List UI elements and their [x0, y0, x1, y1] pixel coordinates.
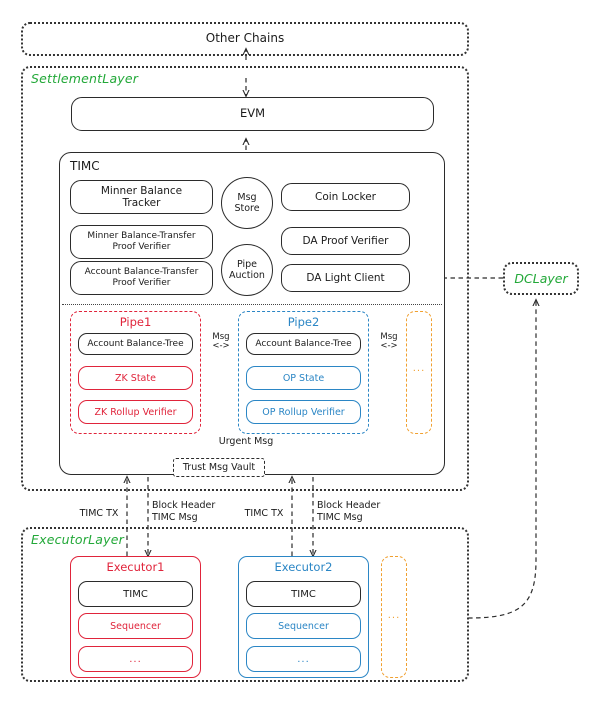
circle-line-1: Pipe — [236, 258, 258, 270]
timc-module-da-light-client: DA Light Client — [281, 264, 410, 292]
executor2-timc-tx-label: TIMC TX — [244, 508, 284, 519]
label-line-2: TIMC Msg — [152, 511, 198, 523]
edge-executorlayer-to-dclayer — [467, 300, 536, 619]
timc-module-account-balance-transfer-proof-verifier: Account Balance-Transfer Proof Verifier — [70, 261, 213, 295]
settlement-layer-box — [21, 66, 469, 491]
msg-label-arrow: <-> — [380, 340, 398, 351]
timc-module-minner-balance-tracker: Minner Balance Tracker — [70, 180, 213, 214]
executor1-block-header-label: Block Header TIMC Msg — [152, 500, 228, 523]
module-line-1: Minner Balance — [100, 184, 183, 197]
executor2-title: Executor2 — [274, 560, 333, 574]
executor-more-box — [381, 556, 407, 678]
timc-module-da-proof-verifier: DA Proof Verifier — [281, 227, 410, 255]
msg-label-text: Msg — [380, 332, 398, 342]
executor2-item-ellipsis: ... — [246, 646, 361, 672]
executor-layer-box — [21, 527, 469, 682]
pipe-more-ellipsis: ... — [412, 363, 426, 374]
pipe1-title: Pipe1 — [119, 315, 152, 329]
evm-box: EVM — [71, 97, 434, 131]
timc-title: TIMC — [70, 159, 100, 173]
urgent-msg-label: Urgent Msg — [218, 436, 274, 447]
pipe2-item-op-rollup-verifier: OP Rollup Verifier — [246, 400, 361, 424]
module-line-2: Proof Verifier — [112, 242, 171, 252]
circle-line-2: Store — [234, 203, 260, 214]
pipe2-item-account-balance-tree: Account Balance-Tree — [246, 333, 361, 355]
timc-inner-divider — [62, 304, 442, 305]
pipe1-item-zk-rollup-verifier: ZK Rollup Verifier — [78, 400, 193, 424]
executor-more-ellipsis: ... — [387, 610, 401, 621]
executor1-item-ellipsis: ... — [78, 646, 193, 672]
executor1-title: Executor1 — [106, 560, 165, 574]
msg-label-arrow: <-> — [212, 340, 230, 351]
executor-layer-label: ExecutorLayer — [31, 532, 124, 547]
executor1-item-sequencer: Sequencer — [78, 613, 193, 639]
timc-module-coin-locker: Coin Locker — [281, 183, 410, 211]
dc-layer-box: DCLayer — [503, 262, 579, 295]
executor1-timc-tx-label: TIMC TX — [79, 508, 119, 519]
trust-msg-vault-box: Trust Msg Vault — [173, 458, 265, 477]
pipe2-pipe3-msg-label: Msg <-> — [372, 333, 406, 351]
label-line-1: Block Header — [317, 500, 381, 511]
pipe1-pipe2-msg-label: Msg <-> — [204, 333, 238, 351]
timc-circle-msg-store: Msg Store — [221, 177, 273, 229]
other-chains-label: Other Chains — [205, 31, 285, 45]
timc-circle-pipe-auction: Pipe Auction — [221, 244, 273, 296]
executor1-item-timc: TIMC — [78, 581, 193, 607]
module-line-1: Minner Balance-Transfer — [87, 231, 196, 242]
pipe2-item-op-state: OP State — [246, 366, 361, 390]
executor2-block-header-label: Block Header TIMC Msg — [317, 500, 393, 523]
executor2-item-timc: TIMC — [246, 581, 361, 607]
circle-line-1: Msg — [237, 191, 257, 203]
pipe2-title: Pipe2 — [287, 315, 320, 329]
pipe1-item-zk-state: ZK State — [78, 366, 193, 390]
label-line-1: Block Header — [152, 500, 216, 511]
module-line-2: Tracker — [122, 197, 161, 209]
executor2-item-sequencer: Sequencer — [246, 613, 361, 639]
circle-line-2: Auction — [229, 270, 265, 281]
label-line-2: TIMC Msg — [317, 511, 363, 523]
pipe1-item-account-balance-tree: Account Balance-Tree — [78, 333, 193, 355]
pipe-more-box — [406, 311, 432, 434]
settlement-layer-label: SettlementLayer — [31, 71, 139, 86]
timc-module-minner-balance-transfer-proof-verifier: Minner Balance-Transfer Proof Verifier — [70, 225, 213, 259]
module-line-2: Proof Verifier — [112, 278, 171, 288]
module-line-1: Account Balance-Transfer — [84, 267, 199, 278]
other-chains-box — [21, 22, 469, 56]
msg-label-text: Msg — [212, 332, 230, 342]
